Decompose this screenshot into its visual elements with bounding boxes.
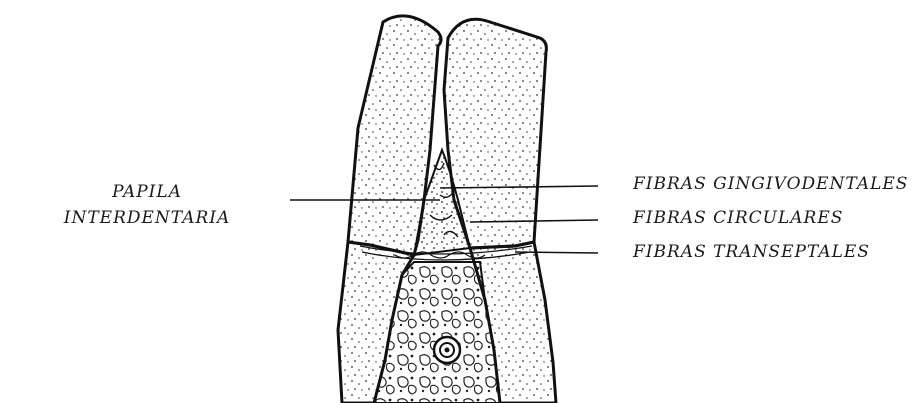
papila-label-line2: INTERDENTARIA: [52, 208, 242, 228]
papila-label-line1: PAPILA: [52, 182, 242, 202]
papila-interdentaria-label: PAPILA INTERDENTARIA: [52, 182, 242, 228]
label-fibras-transeptales: FIBRAS TRANSEPTALES: [633, 242, 870, 262]
label-fibras-circulares: FIBRAS CIRCULARES: [633, 208, 843, 228]
leader-line-transeptales: [515, 252, 598, 253]
label-fibras-gingivodentales: FIBRAS GINGIVODENTALES: [633, 174, 908, 194]
